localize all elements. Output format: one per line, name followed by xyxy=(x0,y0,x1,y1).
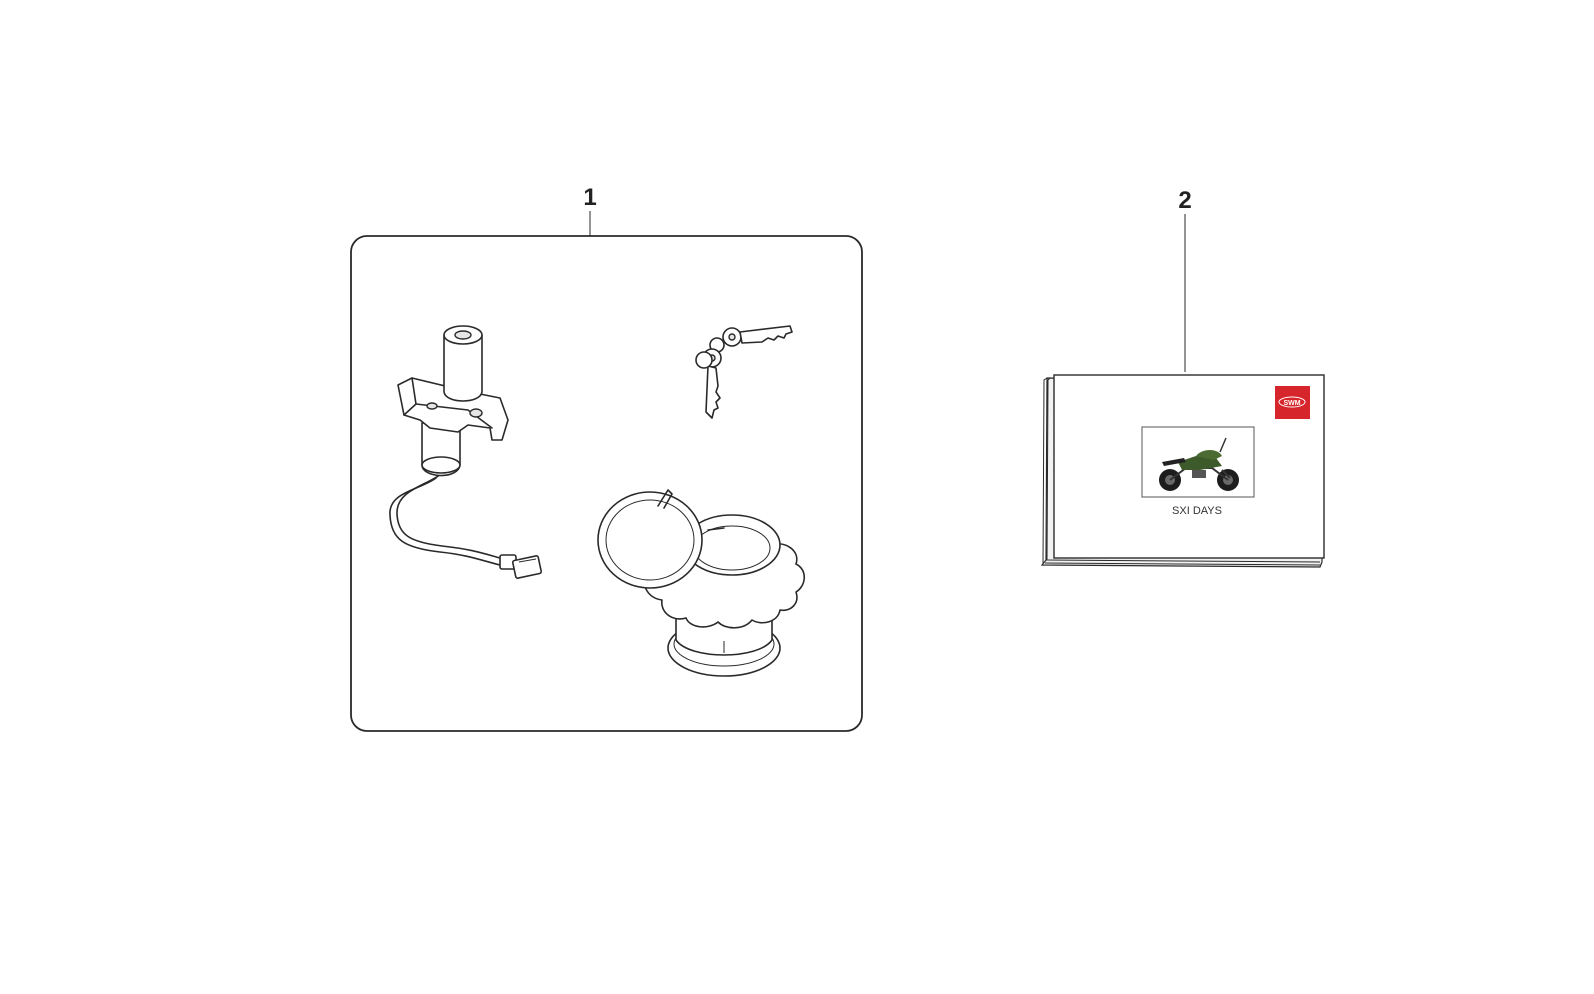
callout-1-label: 1 xyxy=(583,184,596,211)
brand-logo-icon: SWM xyxy=(1275,386,1310,419)
brand-logo-text: SWM xyxy=(1283,400,1300,407)
fuel-cap-icon xyxy=(597,489,806,677)
manual-booklet: SWM SXI DAYS xyxy=(1040,374,1325,568)
ignition-switch-icon xyxy=(389,325,543,579)
motorcycle-icon xyxy=(1159,437,1239,491)
keys-icon xyxy=(695,325,793,419)
callout-2[interactable]: 2 xyxy=(1178,187,1192,372)
callout-1[interactable]: 1 xyxy=(583,184,597,236)
manual-caption: SXI DAYS xyxy=(1172,505,1222,517)
kit-1-frame xyxy=(350,235,863,732)
callout-2-label: 2 xyxy=(1178,187,1191,214)
